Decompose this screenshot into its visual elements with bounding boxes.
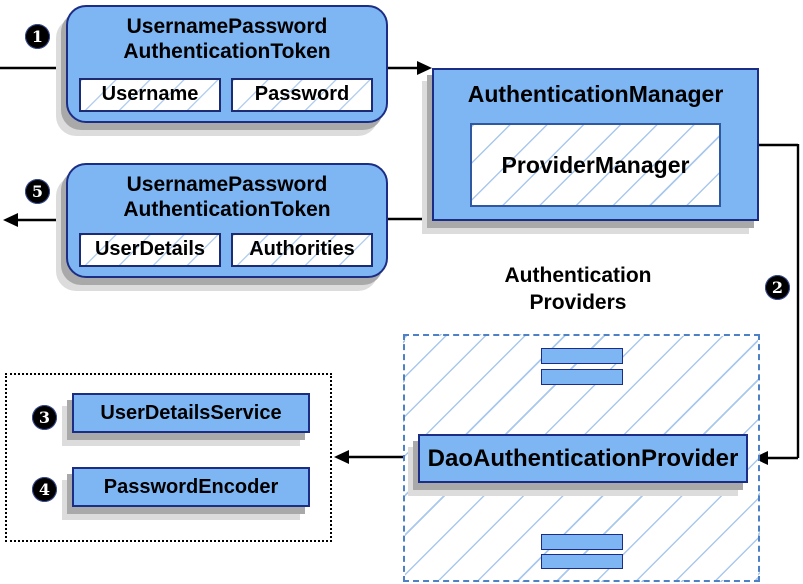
other-provider-bar-top-2 [541, 369, 623, 385]
providers-group-label: Authentication Providers [458, 262, 698, 316]
authorities-field-box: Authorities [231, 233, 373, 267]
request-token-title: UsernamePassword AuthenticationToken [68, 7, 386, 64]
arrow-result-token-out [3, 213, 66, 227]
providers-label-line1: Authentication [504, 264, 652, 287]
result-token-node: UsernamePassword AuthenticationToken Use… [66, 163, 388, 278]
other-provider-bar-bottom-1 [541, 534, 623, 550]
authentication-manager-node: AuthenticationManager ProviderManager [432, 68, 759, 221]
user-details-service-node: UserDetailsService [72, 393, 310, 433]
result-token-fields: UserDetails Authorities [79, 233, 373, 267]
arrow-request-token-to-auth-manager [388, 61, 432, 75]
connector-auth-manager-to-dao-provider [753, 143, 800, 465]
request-token-node: UsernamePassword AuthenticationToken Use… [66, 5, 388, 123]
result-token-title-line1: UsernamePassword [126, 173, 328, 196]
services-group-container [5, 373, 332, 542]
password-field-box: Password [231, 78, 373, 112]
step-badge-4: 4 [32, 477, 57, 502]
userdetails-field-box: UserDetails [79, 233, 221, 267]
other-provider-bar-bottom-2 [541, 554, 623, 569]
request-token-fields: Username Password [79, 78, 373, 112]
providers-label-line2: Providers [529, 291, 627, 314]
other-provider-bar-top-1 [541, 348, 623, 364]
result-token-title-line2: AuthenticationToken [123, 198, 331, 221]
step-badge-3: 3 [32, 405, 57, 430]
step-badge-5: 5 [25, 179, 50, 204]
dao-authentication-provider-node: DaoAuthenticationProvider [418, 434, 748, 483]
provider-manager-box: ProviderManager [470, 123, 721, 207]
result-token-title: UsernamePassword AuthenticationToken [68, 165, 386, 222]
authentication-manager-title: AuthenticationManager [467, 81, 724, 107]
step-badge-1: 1 [25, 24, 50, 49]
step-badge-2: 2 [765, 275, 790, 300]
request-token-title-line1: UsernamePassword [126, 15, 328, 38]
request-token-title-line2: AuthenticationToken [123, 40, 331, 63]
password-encoder-node: PasswordEncoder [72, 467, 310, 507]
username-field-box: Username [79, 78, 221, 112]
